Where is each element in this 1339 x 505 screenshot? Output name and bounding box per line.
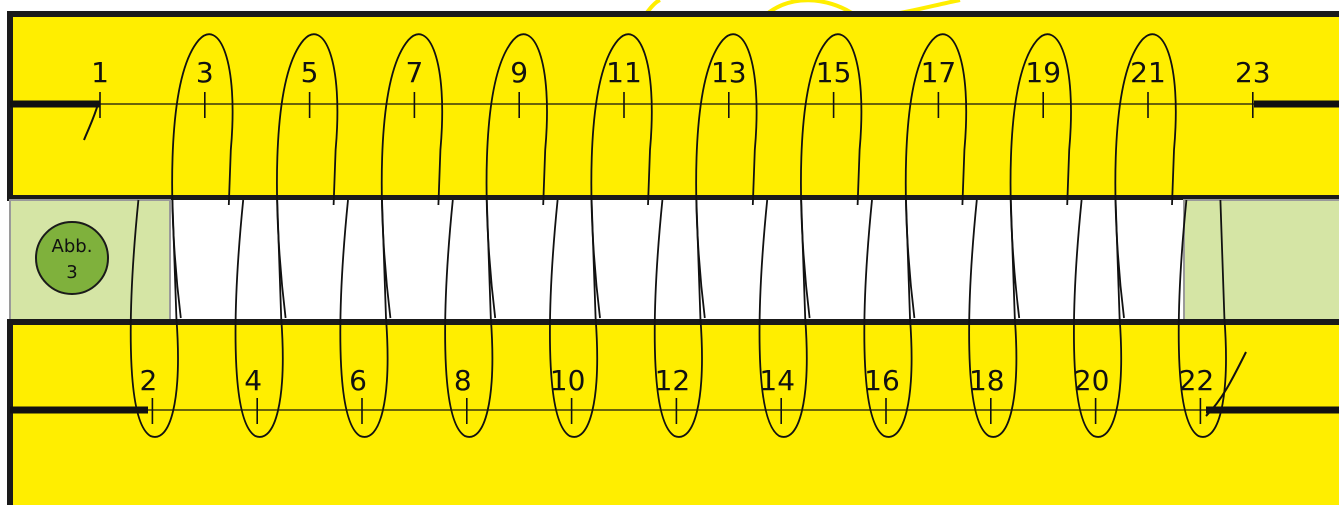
bottom-point-label: 2 <box>139 364 157 397</box>
top-point-label: 9 <box>510 56 528 89</box>
top-point-label: 3 <box>196 56 214 89</box>
badge-circle <box>36 222 108 294</box>
badge-line-1: Abb. <box>52 236 93 257</box>
bottom-point-label: 20 <box>1074 364 1110 397</box>
top-point-label: 15 <box>816 56 852 89</box>
badge-line-2: 3 <box>66 262 77 283</box>
top-point-label: 17 <box>921 56 957 89</box>
bottom-point-label: 18 <box>969 364 1005 397</box>
top-point-label: 21 <box>1130 56 1166 89</box>
middle-strip <box>10 200 1339 320</box>
bottom-point-label: 4 <box>244 364 262 397</box>
top-point-label: 7 <box>405 56 423 89</box>
bottom-point-label: 22 <box>1179 364 1215 397</box>
top-point-label: 19 <box>1025 56 1061 89</box>
bottom-point-label: 6 <box>349 364 367 397</box>
figure-badge: Abb. 3 <box>36 222 108 294</box>
bottom-point-label: 16 <box>864 364 900 397</box>
bottom-point-label: 14 <box>759 364 795 397</box>
top-point-label: 11 <box>606 56 642 89</box>
right-green-block <box>1184 200 1339 320</box>
top-point-label: 23 <box>1235 56 1271 89</box>
bottom-panel <box>10 322 1339 505</box>
bottom-point-label: 12 <box>655 364 691 397</box>
bottom-point-label: 10 <box>550 364 586 397</box>
top-point-label: 5 <box>301 56 319 89</box>
bottom-point-label: 8 <box>454 364 472 397</box>
top-point-label: 1 <box>91 56 109 89</box>
top-point-label: 13 <box>711 56 747 89</box>
